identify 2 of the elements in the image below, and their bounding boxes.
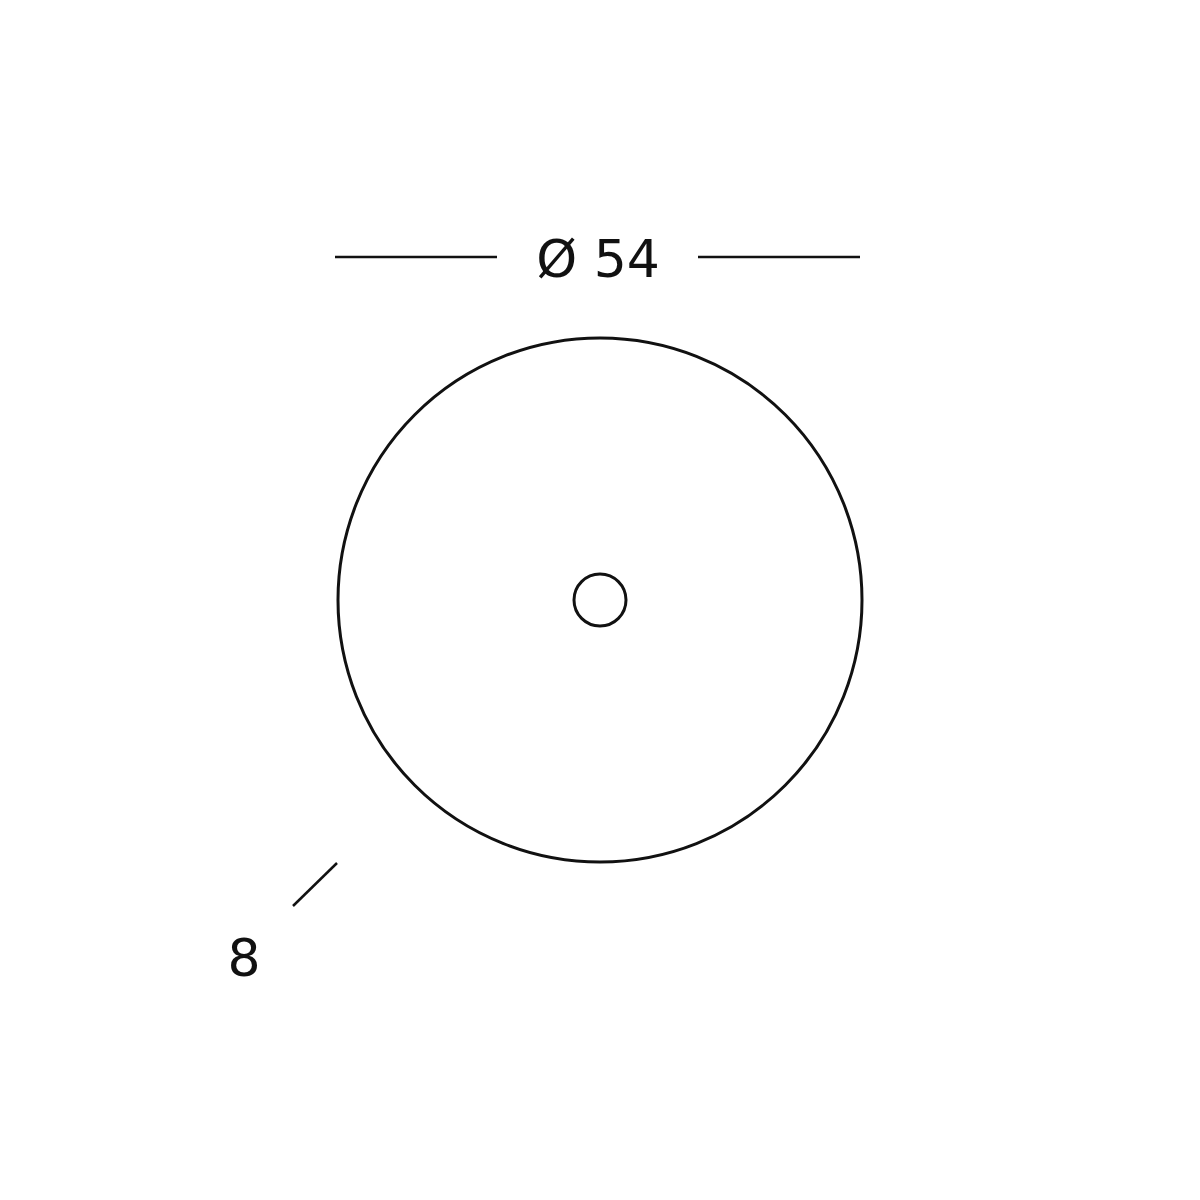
dimension-label: Ø 54 [536, 233, 660, 285]
dimension-label: 8 [227, 932, 261, 984]
